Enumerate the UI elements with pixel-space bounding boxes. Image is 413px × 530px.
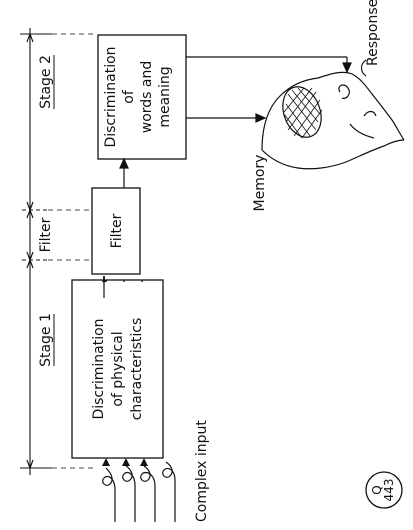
arrow-overlay [0, 0, 413, 530]
